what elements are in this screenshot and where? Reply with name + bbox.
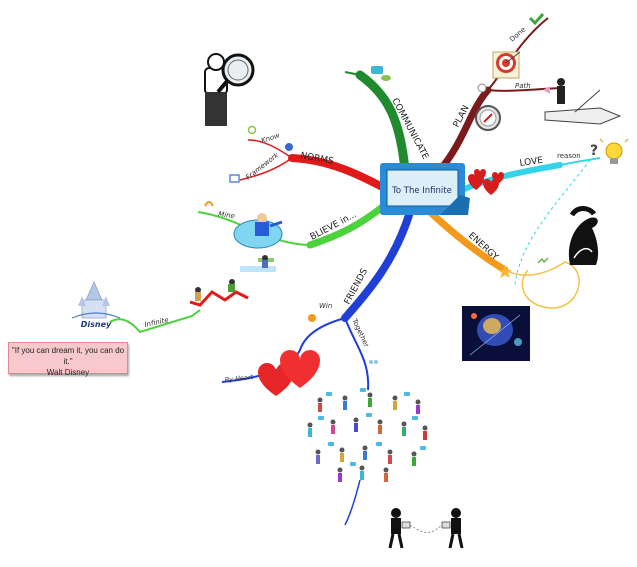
hearts-icon <box>468 169 504 195</box>
quote-box: "If you can dream it, you can do it." Wa… <box>8 342 128 377</box>
ladder-icon <box>195 255 276 301</box>
plan-path-label: Path <box>515 82 531 90</box>
friends-together-label: Together <box>350 317 371 349</box>
chat-bubble-icon <box>371 66 391 81</box>
believe-mine-label: Mine <box>218 210 236 220</box>
friends-win-label: Win <box>319 302 332 310</box>
smiley-icon <box>308 314 316 322</box>
norms-branch <box>288 154 392 194</box>
search-small-icon <box>247 125 257 135</box>
info-icon <box>285 143 293 151</box>
quote-text: "If you can dream it, you can do it." <box>11 346 125 366</box>
spark-icon <box>537 257 549 264</box>
compass-icon <box>475 105 501 131</box>
believe-branch <box>306 201 389 249</box>
checkmark-icon <box>528 13 545 26</box>
rainbow-icon <box>204 201 214 207</box>
disney-logo-text: Disney <box>81 320 112 329</box>
quote-author: Walt Disney <box>46 368 90 377</box>
muscle-arm-icon <box>568 206 599 265</box>
castle-icon: Disney <box>71 281 121 329</box>
export-icon <box>229 174 240 183</box>
businessman-icon <box>233 213 283 249</box>
person-scale-icon <box>388 508 464 549</box>
lightbulb-icon <box>599 138 629 164</box>
love-reason-label: reason <box>557 152 581 160</box>
magnifier-person-icon <box>204 53 255 126</box>
crossroads-icon <box>543 78 622 125</box>
central-topic-label: To The Infinite <box>391 186 452 196</box>
brain-image <box>462 306 530 361</box>
clock-icon <box>477 83 487 93</box>
norms-know-label: Know <box>260 131 281 145</box>
big-heart-icon <box>258 350 320 396</box>
question-icon: ? <box>590 143 598 159</box>
people-network-icon <box>307 360 428 482</box>
friends-byheart-label: By Heart <box>224 373 254 384</box>
plan-branch <box>436 86 492 174</box>
love-label: LOVE <box>519 156 544 169</box>
energy-branch <box>426 208 509 274</box>
communicate-branch <box>355 70 410 175</box>
star-icon <box>498 265 512 278</box>
target-icon <box>492 51 521 79</box>
love-branch <box>459 162 563 193</box>
norms-framework-label: Framework <box>244 151 281 182</box>
central-topic[interactable]: To The Infinite <box>380 163 470 215</box>
friends-branch <box>341 208 414 322</box>
